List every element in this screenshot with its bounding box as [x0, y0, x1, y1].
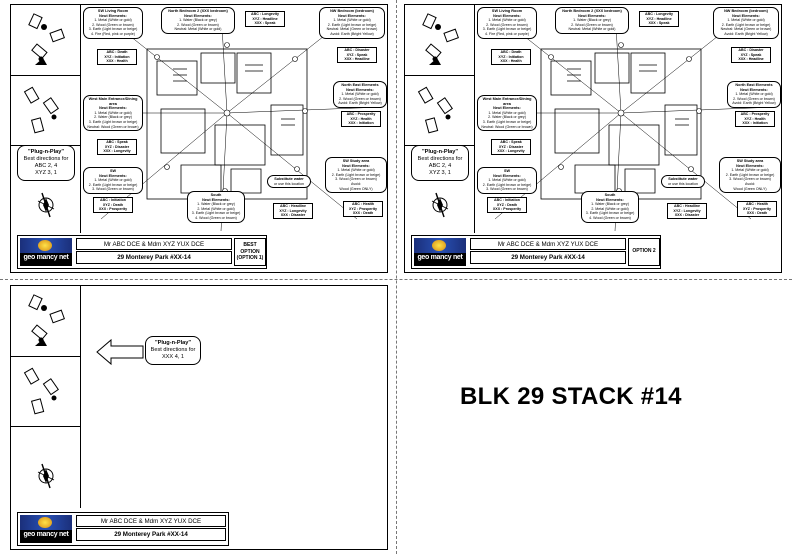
owner-name: Mr ABC DCE & Mdm XYZ YUX DCE	[470, 238, 626, 250]
geomancy-logo: geo mancy net	[20, 238, 72, 266]
cut-line-horizontal	[0, 279, 792, 280]
callout-north-east: North East Elements Neut Elements: 1. Me…	[727, 81, 781, 108]
option-label: OPTION 2	[628, 238, 660, 266]
plug-n-play-box: "Plug-n-Play" Best directions for XXX 4,…	[145, 336, 201, 365]
callout-living-room: SW Living Room Neut Elements: 1. Metal (…	[477, 7, 537, 39]
stack-title: BLK 29 STACK #14	[460, 383, 682, 410]
property-address: 29 Monterey Park #XX-14	[76, 251, 232, 264]
sheet-cover: "Plug-n-Play" Best directions for XXX 4,…	[10, 285, 388, 550]
callout-sw-study: SW Study area Neut Elements: 1. Metal (W…	[325, 157, 387, 194]
side-strip	[405, 5, 475, 233]
arrow-left-icon	[96, 338, 144, 366]
plug-n-play-box: "Plug-n-Play" Best directions for ABC 2,…	[411, 145, 469, 181]
callout-north-east: North East Elements Neut Elements: 1. Me…	[333, 81, 387, 108]
callout-nw-bedroom: NW Bedroom (bedroom) Neut Elements: 1. M…	[713, 7, 779, 39]
title-block: geo mancy net Mr ABC DCE & Mdm XYZ YUX D…	[17, 512, 229, 546]
callout-south: South Neut Elements: 1. Water (Black or …	[187, 191, 245, 223]
property-address: 29 Monterey Park #XX-14	[76, 528, 226, 541]
callout-west-entrance: West Main Entrance/Dining area Neut Elem…	[83, 95, 143, 132]
compass-rose-decor	[417, 13, 459, 218]
callout-north-bedroom: North Bedroom 2 (XXX bedroom) Neut Eleme…	[555, 7, 629, 34]
callout-north-bedroom: North Bedroom 2 (XXX bedroom) Neut Eleme…	[161, 7, 235, 34]
cut-line-vertical	[396, 0, 397, 554]
owner-name: Mr ABC DCE & Mdm XYZ YUX DCE	[76, 515, 226, 527]
callout-sw-note: Substitute water or use this location	[267, 175, 311, 189]
callout-sw-entry: SW Neut Elements: 1. Metal (White or gol…	[83, 167, 143, 194]
owner-name: Mr ABC DCE & Mdm XYZ YUX DCE	[76, 238, 232, 250]
callout-sw-note: Substitute water or use this location	[661, 175, 705, 189]
title-block: geo mancy net Mr ABC DCE & Mdm XYZ YUX D…	[17, 235, 267, 269]
callout-sw-entry: SW Neut Elements: 1. Metal (White or gol…	[477, 167, 537, 194]
property-address: 29 Monterey Park #XX-14	[470, 251, 626, 264]
callout-sw-study: SW Study area Neut Elements: 1. Metal (W…	[719, 157, 781, 194]
side-strip	[11, 5, 81, 233]
callout-south: South Neut Elements: 1. Water (Black or …	[581, 191, 639, 223]
floor-plan-a	[85, 8, 384, 232]
title-block: geo mancy net Mr ABC DCE & Mdm XYZ YUX D…	[411, 235, 661, 269]
geomancy-logo: geo mancy net	[20, 515, 72, 543]
callout-living-room: SW Living Room Neut Elements: 1. Metal (…	[83, 7, 143, 39]
geomancy-logo: geo mancy net	[414, 238, 466, 266]
sheet-option-2: SW Living Room Neut Elements: 1. Metal (…	[404, 4, 782, 273]
callout-west-entrance: West Main Entrance/Dining area Neut Elem…	[477, 95, 537, 132]
compass-rose-decor	[23, 294, 65, 489]
side-strip	[11, 286, 81, 508]
plug-n-play-box: "Plug-n-Play" Best directions for ABC 2,…	[17, 145, 75, 181]
sheet-option-1: SW Living Room Neut Elements: 1. Metal (…	[10, 4, 388, 273]
compass-rose-decor	[23, 13, 65, 218]
callout-nw-bedroom: NW Bedroom (bedroom) Neut Elements: 1. M…	[319, 7, 385, 39]
option-label: BEST OPTION (OPTION 1)	[234, 238, 266, 266]
